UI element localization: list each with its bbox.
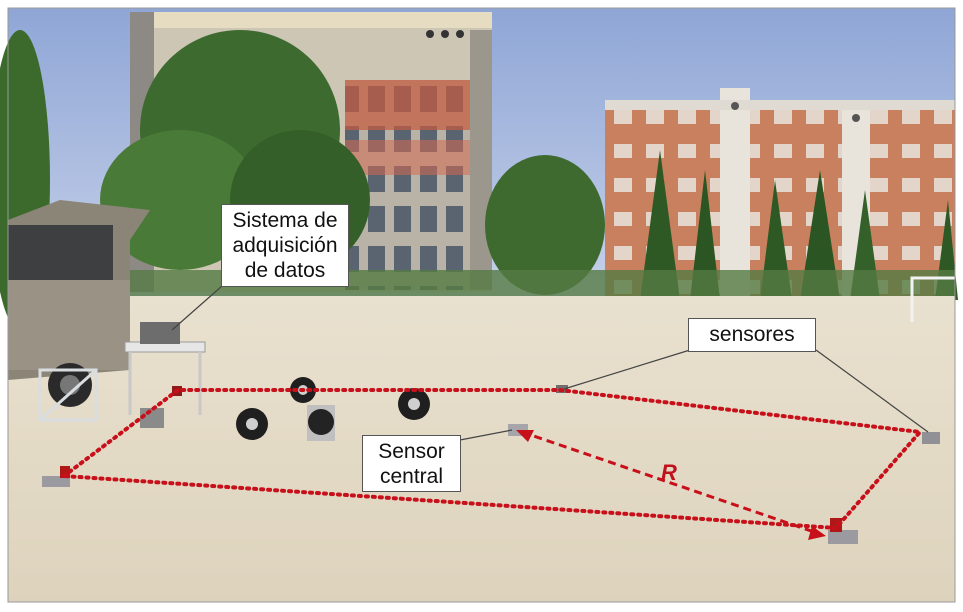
callout-acquisition-system: Sistema de adquisición de datos <box>221 204 349 287</box>
callout-central-sensor: Sensor central <box>362 435 461 492</box>
hedge <box>8 270 955 300</box>
array-outline <box>62 388 925 531</box>
callout-leaders <box>171 285 929 441</box>
goal <box>910 276 955 322</box>
sensor-right <box>922 432 940 444</box>
sensor-front-right <box>828 530 858 544</box>
callout-sensors: sensores <box>688 318 816 352</box>
radius-arrow <box>516 430 826 540</box>
sensor-front-left <box>42 476 70 487</box>
folding-chair <box>38 368 98 422</box>
van <box>8 200 150 407</box>
radius-label: R <box>661 460 677 485</box>
